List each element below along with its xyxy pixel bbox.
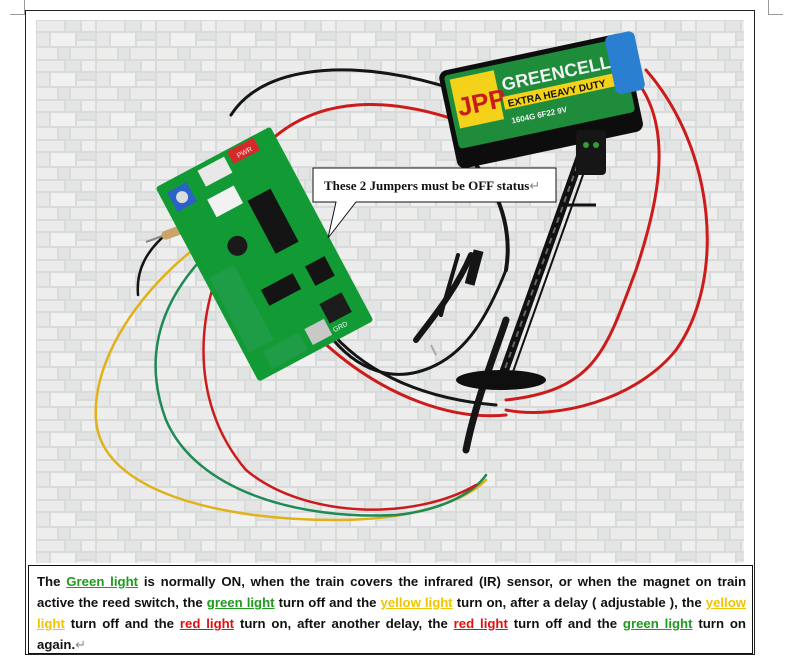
green-light-term: Green light: [66, 574, 139, 589]
caption-text: turn on, after another delay, the: [234, 616, 454, 631]
yellow-light-term: yellow light: [37, 595, 747, 631]
ir-sensor: [430, 249, 484, 356]
green-light-term: green light: [622, 616, 693, 631]
product-photo: JPP GREENCELL EXTRA HEAVY DUTY 1604G 6F2…: [36, 20, 744, 563]
caption-text: is normally ON, when the train covers th…: [37, 574, 747, 610]
callout-box: These 2 Jumpers must be OFF status↵: [312, 167, 557, 239]
caption-text: The: [37, 574, 67, 589]
caption-text: turn on again.: [37, 616, 746, 652]
caption-text: turn on, after a delay ( adjustable ), t…: [452, 595, 706, 610]
callout-text: These 2 Jumpers must be OFF status↵: [324, 178, 540, 193]
signal-mast: [456, 130, 606, 390]
caption-text: turn off and the: [64, 616, 180, 631]
red-light-term: red light: [179, 616, 235, 631]
page-corner-mark-left: [10, 0, 25, 15]
battery-9v: JPP GREENCELL EXTRA HEAVY DUTY 1604G 6F2…: [439, 31, 645, 169]
circuit-board: GRD PWR: [156, 127, 373, 381]
description-caption: The Green light is normally ON, when the…: [28, 565, 753, 654]
yellow-light-term: yellow light: [380, 595, 453, 610]
caption-text: turn off and the: [274, 595, 381, 610]
red-light-term: red light: [453, 616, 508, 631]
page-corner-mark-right: [768, 0, 783, 15]
paragraph-mark: ↵: [75, 637, 87, 652]
green-light-term: green light: [206, 595, 275, 610]
caption-text: turn off and the: [507, 616, 623, 631]
